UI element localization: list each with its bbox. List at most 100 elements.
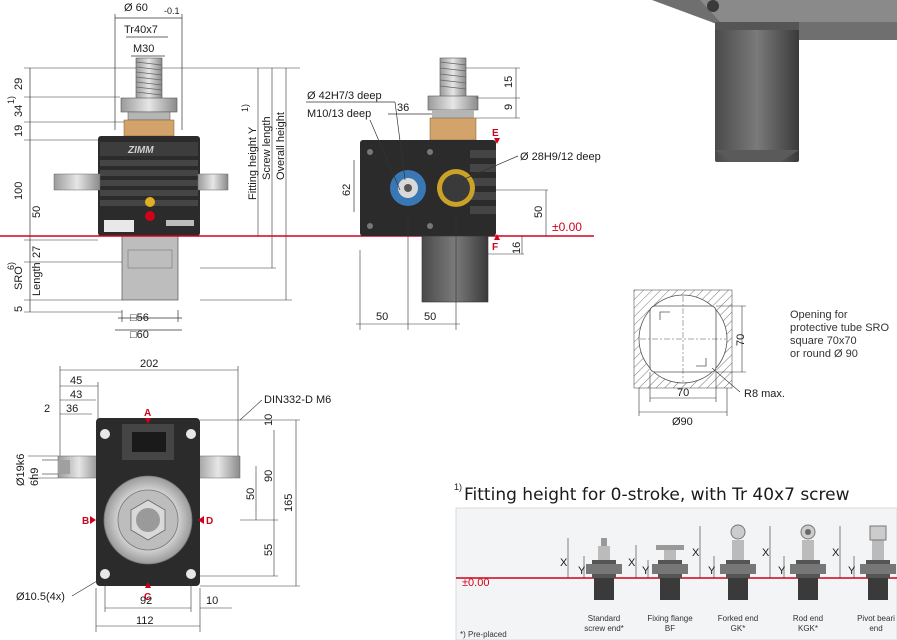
caption-standard-2: screw end* — [584, 624, 624, 633]
dim-thread-tr40x7: Tr40x7 — [124, 24, 158, 36]
dim-34: 34 — [13, 105, 25, 117]
dim-m30: M30 — [133, 43, 154, 55]
caption-forked-2: GK* — [731, 624, 746, 633]
fitting-title-sup: 1) — [454, 482, 462, 492]
actuator-forked-end — [720, 524, 756, 600]
dim-50-bottom-left: 50 — [376, 311, 388, 323]
caption-flange-1: Fixing flange — [647, 614, 693, 623]
callout-dia-42: Ø 42H7/3 deep — [307, 90, 382, 102]
length-label: Length — [31, 262, 43, 296]
callout-dia-28: Ø 28H9/12 deep — [520, 151, 601, 163]
callout-m10: M10/13 deep — [307, 108, 371, 120]
caption-forked-1: Forked end — [718, 614, 758, 623]
dim-dia-90: Ø90 — [672, 416, 693, 428]
brand-logo: ZIMM — [127, 145, 154, 156]
view-label-c: C — [144, 592, 151, 603]
dim-70-vertical: 70 — [735, 334, 747, 346]
dim-27: 27 — [31, 246, 43, 258]
dim-29: 29 — [13, 78, 25, 90]
dim-36-side: 36 — [397, 102, 409, 114]
front-view: Ø 60 -0.1 Tr40x7 M30 ZIMM — [6, 2, 300, 341]
dim-50: 50 — [31, 206, 43, 218]
dim-90: 90 — [263, 470, 275, 482]
screw-thread — [135, 57, 163, 101]
actuator-pivot-bearing — [860, 525, 896, 600]
shaft-left — [53, 173, 101, 191]
sro-label: SRO — [13, 266, 25, 290]
x-label-1: X — [560, 557, 568, 569]
nut — [120, 97, 178, 113]
dim-diameter-60: Ø 60 — [124, 2, 148, 14]
x-label-5: X — [832, 547, 840, 559]
view-label-d: D — [206, 516, 213, 527]
dim-50-side: 50 — [533, 206, 545, 218]
actuator-standard — [586, 538, 622, 600]
y-label-3: Y — [708, 565, 716, 577]
sup-34: 1) — [6, 96, 16, 104]
actuator-rod-end — [790, 524, 826, 600]
dim-43: 43 — [70, 389, 82, 401]
x-label-4: X — [762, 547, 770, 559]
dim-10-top: 10 — [263, 414, 275, 426]
x-label-3: X — [692, 547, 700, 559]
caption-pivot-2: end — [869, 624, 882, 633]
fitting-footnote: *) Pre-placed — [460, 630, 507, 639]
dim-square-60: □60 — [130, 329, 149, 341]
dim-45: 45 — [70, 375, 82, 387]
dim-9: 9 — [503, 104, 515, 110]
zero-mark-side: ±0.00 — [552, 220, 582, 234]
bellows-ring — [123, 119, 175, 137]
dim-10-bottom: 10 — [206, 595, 218, 607]
fitting-height-panel: 1) Fitting height for 0-stroke, with Tr … — [454, 482, 897, 640]
gearbox-body: ZIMM — [98, 136, 200, 236]
dim-16: 16 — [511, 242, 523, 254]
opening-detail: 70 70 Ø90 R8 max. Opening for protective… — [633, 289, 889, 428]
dim-62: 62 — [341, 184, 353, 196]
y-label-1: Y — [578, 565, 586, 577]
side-view: Ø 42H7/3 deep M10/13 deep 36 Ø 28H9/12 d… — [306, 57, 601, 330]
y-label-5: Y — [848, 565, 856, 577]
y-label-2: Y — [642, 565, 650, 577]
dim-202: 202 — [140, 358, 158, 370]
screw-length-label: Screw length — [261, 116, 273, 180]
dim-2: 2 — [44, 403, 50, 415]
dim-112: 112 — [136, 615, 154, 627]
view-label-e: E — [492, 128, 499, 139]
dim-50-top: 50 — [245, 488, 257, 500]
dim-5: 5 — [13, 306, 25, 312]
dim-19: 19 — [13, 125, 25, 137]
top-view: 202 45 43 36 2 A B D C — [15, 358, 331, 632]
fitting-zero-mark: ±0.00 — [462, 577, 489, 589]
fitting-title: Fitting height for 0-stroke, with Tr 40x… — [464, 485, 850, 505]
dim-tolerance: -0.1 — [164, 6, 180, 16]
fitting-height-label: Fitting height Y — [247, 126, 259, 200]
radius-r8: R8 max. — [744, 388, 785, 400]
product-render-fragment — [652, 0, 897, 162]
x-label-2: X — [628, 557, 636, 569]
opening-note-line-2: protective tube SRO — [790, 322, 889, 334]
shaft-right — [197, 173, 229, 191]
view-label-a: A — [144, 408, 151, 419]
dim-15: 15 — [503, 76, 515, 88]
dim-dia-19: Ø19k6 — [15, 454, 27, 486]
caption-flange-2: BF — [665, 624, 675, 633]
left-dimension-stack: 29 34 1) 19 100 50 27 5 SRO 6) Length — [6, 78, 43, 312]
dim-100: 100 — [13, 182, 25, 200]
opening-note-line-1: Opening for — [790, 309, 848, 321]
opening-note-line-4: or round Ø 90 — [790, 348, 858, 360]
dim-70-horizontal: 70 — [677, 387, 689, 399]
fitting-height-sup: 1) — [240, 104, 250, 112]
overall-height-label: Overall height — [275, 112, 287, 180]
dim-50-bottom-right: 50 — [424, 311, 436, 323]
dim-165: 165 — [283, 494, 295, 512]
view-label-f: F — [492, 242, 498, 253]
dim-92: 92 — [140, 595, 152, 607]
dim-55: 55 — [263, 544, 275, 556]
dim-square-56: □56 — [130, 312, 149, 324]
din-callout: DIN332-D M6 — [264, 394, 331, 406]
actuator-fixing-flange — [652, 545, 688, 600]
caption-rod-2: KGK* — [798, 624, 818, 633]
y-label-4: Y — [778, 565, 786, 577]
caption-pivot-1: Pivot beari — [857, 614, 895, 623]
